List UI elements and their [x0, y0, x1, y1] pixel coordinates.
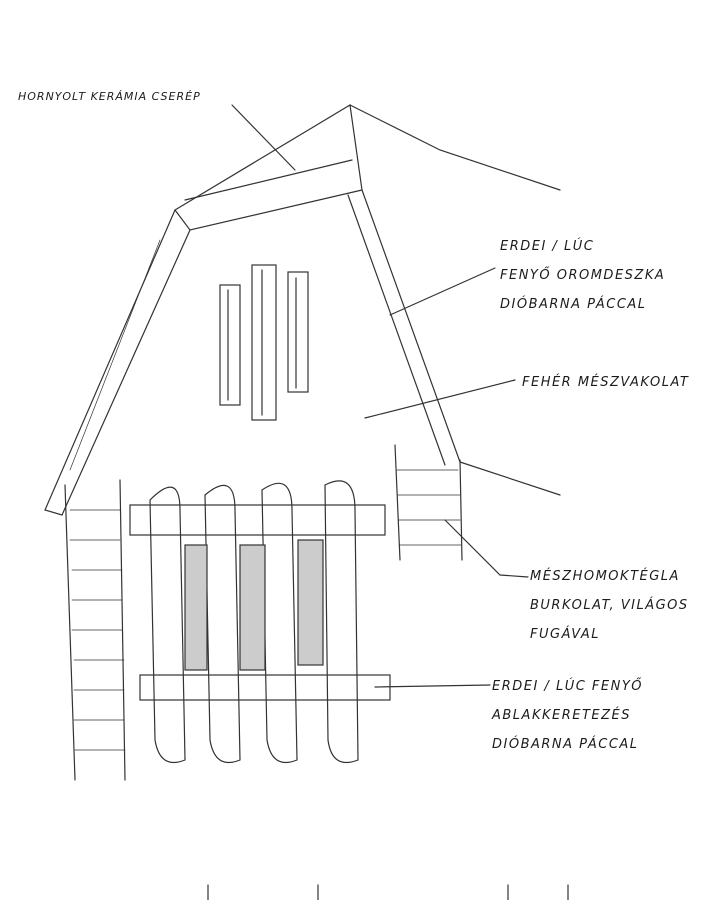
label-line: ERDEI / LÚC FENYŐ: [492, 679, 644, 694]
label-line: MÉSZHOMOKTÉGLA: [530, 569, 680, 584]
window-frames: [129, 480, 391, 764]
label-line: ERDEI / LÚC: [500, 239, 595, 254]
label-line: DIÓBARNA PÁCCAL: [492, 737, 639, 752]
label-line: BURKOLAT, VILÁGOS: [530, 598, 689, 613]
roof: [44, 104, 561, 516]
gable-board-label: ERDEI / LÚC FENYŐ OROMDESZKA DIÓBARNA PÁ…: [500, 232, 665, 319]
label-line: DIÓBARNA PÁCCAL: [500, 297, 647, 312]
plaster-label: FEHÉR MÉSZVAKOLAT: [522, 368, 689, 397]
label-line: FENYŐ OROMDESZKA: [500, 268, 666, 283]
gable-windows: [219, 264, 309, 421]
label-line: HORNYOLT KERÁMIA CSERÉP: [18, 90, 201, 103]
brick-cladding-label: MÉSZHOMOKTÉGLA BURKOLAT, VILÁGOS FUGÁVAL: [530, 562, 689, 649]
label-line: FUGÁVAL: [530, 627, 600, 642]
roof-tile-label: HORNYOLT KERÁMIA CSERÉP: [18, 82, 201, 111]
label-line: ABLAKKERETEZÉS: [492, 708, 631, 723]
label-line: FEHÉR MÉSZVAKOLAT: [522, 375, 690, 390]
brick-wall-right: [394, 444, 463, 561]
brick-wall-left: [64, 479, 126, 781]
window-frame-label: ERDEI / LÚC FENYŐ ABLAKKERETEZÉS DIÓBARN…: [492, 672, 643, 759]
leader-arrows: [231, 104, 529, 688]
ground-ticks: [207, 884, 569, 900]
